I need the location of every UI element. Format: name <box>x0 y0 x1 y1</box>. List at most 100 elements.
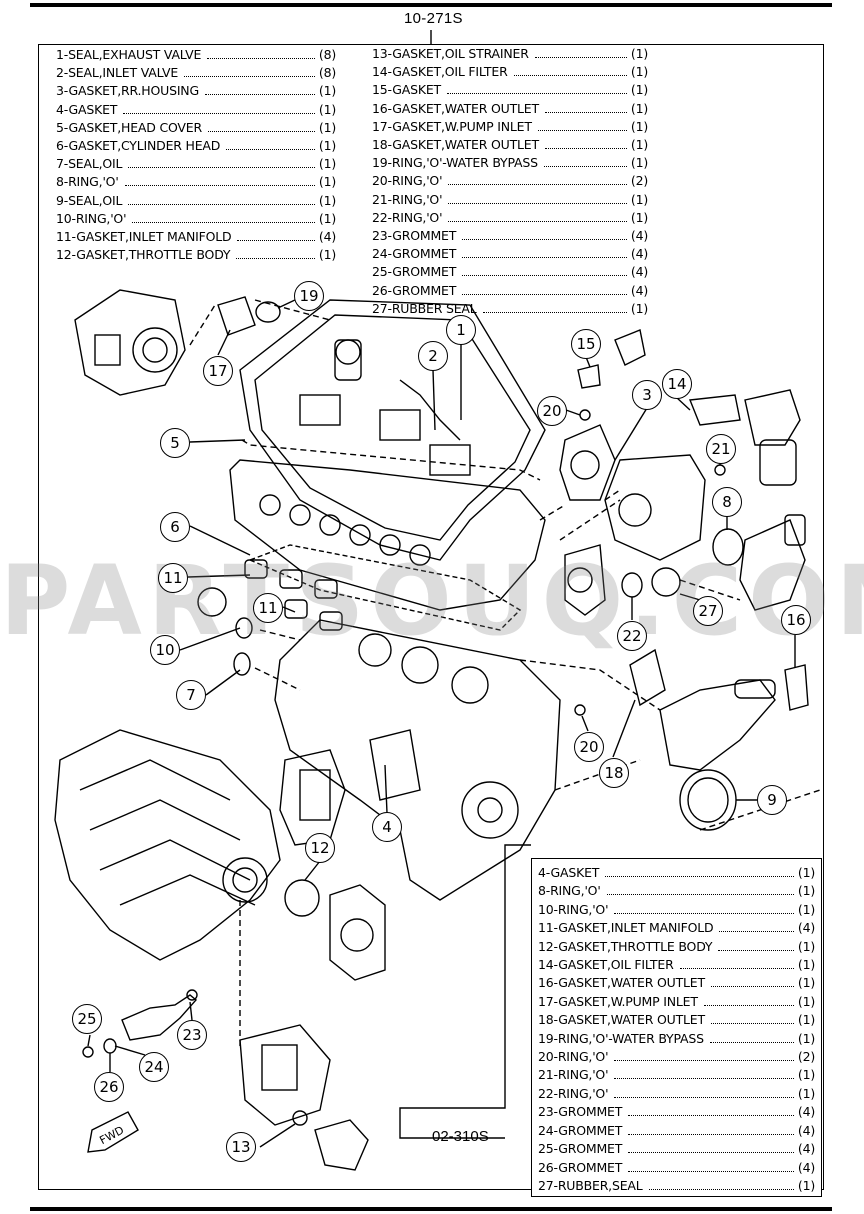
part-name: 9-SEAL,OIL <box>56 192 123 208</box>
callout-25: 25 <box>72 1004 102 1034</box>
part-row: 10-RING,'O' (1) <box>538 901 815 919</box>
leader-dots <box>628 1152 794 1154</box>
part-qty: (1) <box>318 247 336 263</box>
part-qty: (1) <box>630 137 648 153</box>
water-pump-drawing <box>604 454 706 561</box>
callout-7: 7 <box>176 680 206 710</box>
parts-list-column-1: 1-SEAL,EXHAUST VALVE(8)2-SEAL,INLET VALV… <box>56 46 336 264</box>
leader-dots <box>132 221 315 223</box>
callout-4: 4 <box>372 812 402 842</box>
part-qty: (1) <box>797 901 815 917</box>
part-row: 26-GROMMET (4) <box>372 282 648 300</box>
leader-dots <box>543 166 627 168</box>
part-row: 15-GASKET(1) <box>372 81 648 99</box>
leader-dots <box>446 93 627 95</box>
part-row: 7-SEAL,OIL(1) <box>56 155 336 173</box>
leader-dots <box>628 1170 794 1172</box>
callout-22: 22 <box>617 621 647 651</box>
part-name: 12-GASKET,THROTTLE BODY <box>538 938 713 954</box>
callout-20: 20 <box>574 732 604 762</box>
parts-list-column-2: 13-GASKET,OIL STRAINER(1)14-GASKET,OIL F… <box>372 45 648 318</box>
callout-20: 20 <box>537 396 567 426</box>
callout-9: 9 <box>757 785 787 815</box>
kit-code: 02-310S <box>432 1128 489 1145</box>
leader-dots <box>614 1096 794 1098</box>
part-name: 26-GROMMET <box>372 282 457 298</box>
leader-dots <box>448 202 627 204</box>
part-qty: (1) <box>318 210 336 226</box>
leader-dots <box>709 1041 794 1043</box>
part-qty: (1) <box>797 1067 815 1083</box>
part-row: 21-RING,'O'(1) <box>538 1066 815 1084</box>
part-name: 23-GROMMET <box>372 228 457 244</box>
part-row: 4-GASKET (1) <box>538 864 815 882</box>
part-name: 4-GASKET <box>538 865 600 880</box>
leader-dots <box>207 58 315 59</box>
cylinder-head-drawing <box>229 459 546 611</box>
leader-dots <box>606 894 794 896</box>
water-outlet-drawing <box>659 679 776 771</box>
part-name: 10-RING,'O' <box>538 901 609 917</box>
part-name: 6-GASKET,CYLINDER HEAD <box>56 138 221 154</box>
oil-filter-drawing <box>744 389 801 486</box>
callout-24: 24 <box>139 1052 169 1082</box>
leader-dots <box>614 912 794 914</box>
leader-dots <box>236 258 315 260</box>
part-name: 22-RING,'O' <box>372 209 443 225</box>
part-qty: (4) <box>630 228 648 244</box>
part-qty: (1) <box>318 174 336 190</box>
part-qty: (4) <box>630 282 648 298</box>
part-name: 1-SEAL,EXHAUST VALVE <box>56 47 202 62</box>
callout-21: 21 <box>706 434 736 464</box>
part-qty: (1) <box>797 1012 815 1028</box>
part-name: 17-GASKET,W.PUMP INLET <box>372 118 532 134</box>
part-qty: (1) <box>797 865 815 880</box>
throttle-body-top-drawing <box>74 289 186 396</box>
part-row: 11-GASKET,INLET MANIFOLD(4) <box>56 228 336 246</box>
part-qty: (1) <box>318 119 336 135</box>
callout-2: 2 <box>418 341 448 371</box>
part-row: 11-GASKET,INLET MANIFOLD(4) <box>538 919 815 937</box>
callout-1: 1 <box>446 315 476 345</box>
callout-3: 3 <box>632 380 662 410</box>
leader-dots <box>679 968 794 970</box>
part-row: 24-GROMMET(4) <box>372 245 648 263</box>
part-qty: (1) <box>797 1085 815 1101</box>
part-name: 17-GASKET,W.PUMP INLET <box>538 993 698 1009</box>
thermostat-housing-drawing <box>739 514 806 611</box>
leader-dots <box>544 148 627 150</box>
part-row: 16-GASKET,WATER OUTLET(1) <box>538 974 815 992</box>
part-name: 20-RING,'O' <box>372 173 443 189</box>
head-cover-drawing <box>239 299 546 561</box>
part-row: 21-RING,'O'(1) <box>372 191 648 209</box>
part-qty: (1) <box>630 300 648 316</box>
callout-23: 23 <box>177 1020 207 1050</box>
part-qty: (8) <box>318 65 336 81</box>
part-name: 2-SEAL,INLET VALVE <box>56 65 179 81</box>
part-name: 10-RING,'O' <box>56 210 127 226</box>
leader-dots <box>204 94 315 96</box>
part-name: 19-RING,'O'-WATER BYPASS <box>538 1030 704 1046</box>
part-row: 14-GASKET,OIL FILTER(1) <box>538 956 815 974</box>
callout-14: 14 <box>662 369 692 399</box>
callout-18: 18 <box>599 758 629 788</box>
part-row: 1-SEAL,EXHAUST VALVE(8) <box>56 46 336 64</box>
part-qty: (1) <box>318 138 336 154</box>
part-row: 2-SEAL,INLET VALVE (8) <box>56 64 336 82</box>
leader-dots <box>448 220 627 222</box>
injector-drawing <box>121 989 198 1041</box>
part-row: 20-RING,'O'(2) <box>372 172 648 190</box>
part-row: 25-GROMMET(4) <box>372 263 648 281</box>
part-row: 22-RING,'O'(1) <box>538 1085 815 1103</box>
part-row: 19-RING,'O'-WATER BYPASS(1) <box>538 1030 815 1048</box>
leader-dots <box>123 112 315 114</box>
part-row: 23-GROMMET(4) <box>538 1103 815 1121</box>
part-qty: (4) <box>797 1141 815 1157</box>
leader-dots <box>184 76 315 78</box>
part-qty: (1) <box>797 975 815 991</box>
part-row: 3-GASKET,RR.HOUSING(1) <box>56 82 336 100</box>
part-name: 11-GASKET,INLET MANIFOLD <box>538 920 714 936</box>
throttle-body-middle-drawing <box>329 884 386 981</box>
part-qty: (1) <box>630 209 648 225</box>
oil-cooler-drawing <box>279 749 346 846</box>
